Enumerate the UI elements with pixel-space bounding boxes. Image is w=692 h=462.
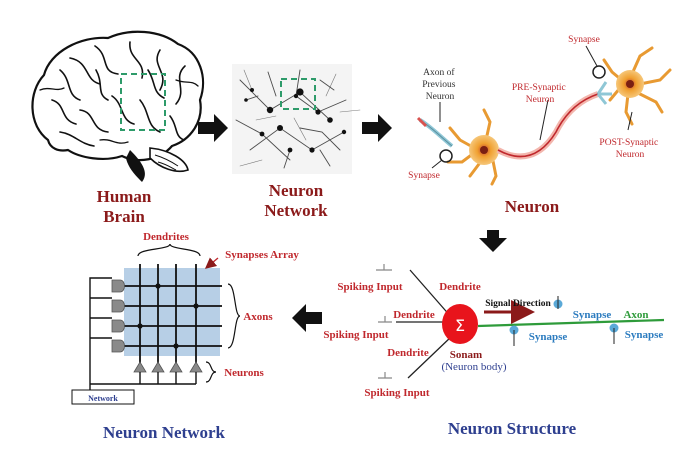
label-axon-prev-1: Axon of bbox=[423, 67, 455, 78]
label-dendrite-mid: Dendrite bbox=[393, 309, 435, 321]
svg-text:Axon of Previous Neuro: Axon of Previous Neuron bbox=[422, 67, 458, 102]
synapse-circle-top bbox=[592, 65, 606, 79]
label-soma-sub: (Neuron body) bbox=[441, 361, 506, 373]
label-synapse-left: Synapse bbox=[408, 171, 440, 181]
brain-highlight-box bbox=[120, 73, 166, 131]
synapses-array-grid bbox=[124, 268, 220, 356]
brain-illustration bbox=[31, 30, 205, 182]
label-axon: Axon bbox=[623, 309, 648, 321]
label-axon-prev-3: Neuron bbox=[426, 92, 455, 102]
label-network-box: Network bbox=[88, 394, 118, 403]
label-synapse-top: Synapse bbox=[568, 35, 600, 45]
label-spiking-input-top: Spiking Input bbox=[337, 281, 402, 293]
network-title-line1: Neuron bbox=[269, 181, 324, 200]
label-axon-prev-2: Previous bbox=[422, 80, 456, 90]
soma-body bbox=[442, 304, 478, 344]
label-synapse-c: Synapse bbox=[625, 329, 664, 341]
arrow-left-icon bbox=[292, 304, 322, 332]
structure-sigma: Σ bbox=[455, 316, 465, 335]
neuron-title: Neuron bbox=[505, 197, 560, 216]
label-neurons: Neurons bbox=[224, 367, 264, 379]
label-synapses-array: Synapses Array bbox=[225, 249, 299, 261]
label-pre-synaptic-2: Neuron bbox=[526, 95, 555, 105]
svg-text:PRE-Synaptic Neuron: PRE-Synaptic Neuron bbox=[512, 83, 568, 105]
label-dendrite-top: Dendrite bbox=[439, 281, 481, 293]
network-title-line2: Network bbox=[264, 201, 328, 220]
neuron-structure bbox=[376, 264, 665, 379]
label-spiking-input-mid: Spiking Input bbox=[323, 329, 388, 341]
label-post-synaptic-2: Neuron bbox=[616, 150, 645, 160]
label-synapse-a: Synapse bbox=[573, 309, 612, 321]
synapse-circle-left bbox=[439, 149, 453, 163]
brain-title-line2: Brain bbox=[103, 207, 145, 226]
label-post-synaptic-1: POST-Synaptic bbox=[599, 138, 658, 148]
label-synapse-b: Synapse bbox=[529, 331, 568, 343]
label-pre-synaptic-1: PRE-Synaptic bbox=[512, 83, 566, 93]
label-signal-direction: Signal Direction bbox=[485, 299, 551, 309]
network-highlight-box bbox=[280, 78, 316, 110]
brain-title-line1: Human bbox=[97, 187, 152, 206]
network-box bbox=[71, 389, 135, 405]
arrow-right-icon bbox=[362, 114, 392, 142]
label-dendrite-bot: Dendrite bbox=[387, 347, 429, 359]
arrow-down-icon bbox=[479, 230, 507, 252]
label-spiking-input-bot: Spiking Input bbox=[364, 387, 429, 399]
label-dendrites: Dendrites bbox=[143, 231, 190, 243]
neuron-network-image bbox=[232, 64, 361, 174]
crossbar-network bbox=[71, 243, 241, 405]
svg-text:POST-Synaptic Neuron: POST-Synaptic Neuron bbox=[599, 138, 660, 160]
neuron-illustration bbox=[416, 45, 672, 186]
label-axons: Axons bbox=[243, 311, 273, 323]
label-soma: Sonam bbox=[450, 349, 482, 361]
crossbar-title: Neuron Network bbox=[103, 423, 226, 442]
arrow-right-icon bbox=[198, 114, 228, 142]
structure-title: Neuron Structure bbox=[448, 419, 577, 438]
